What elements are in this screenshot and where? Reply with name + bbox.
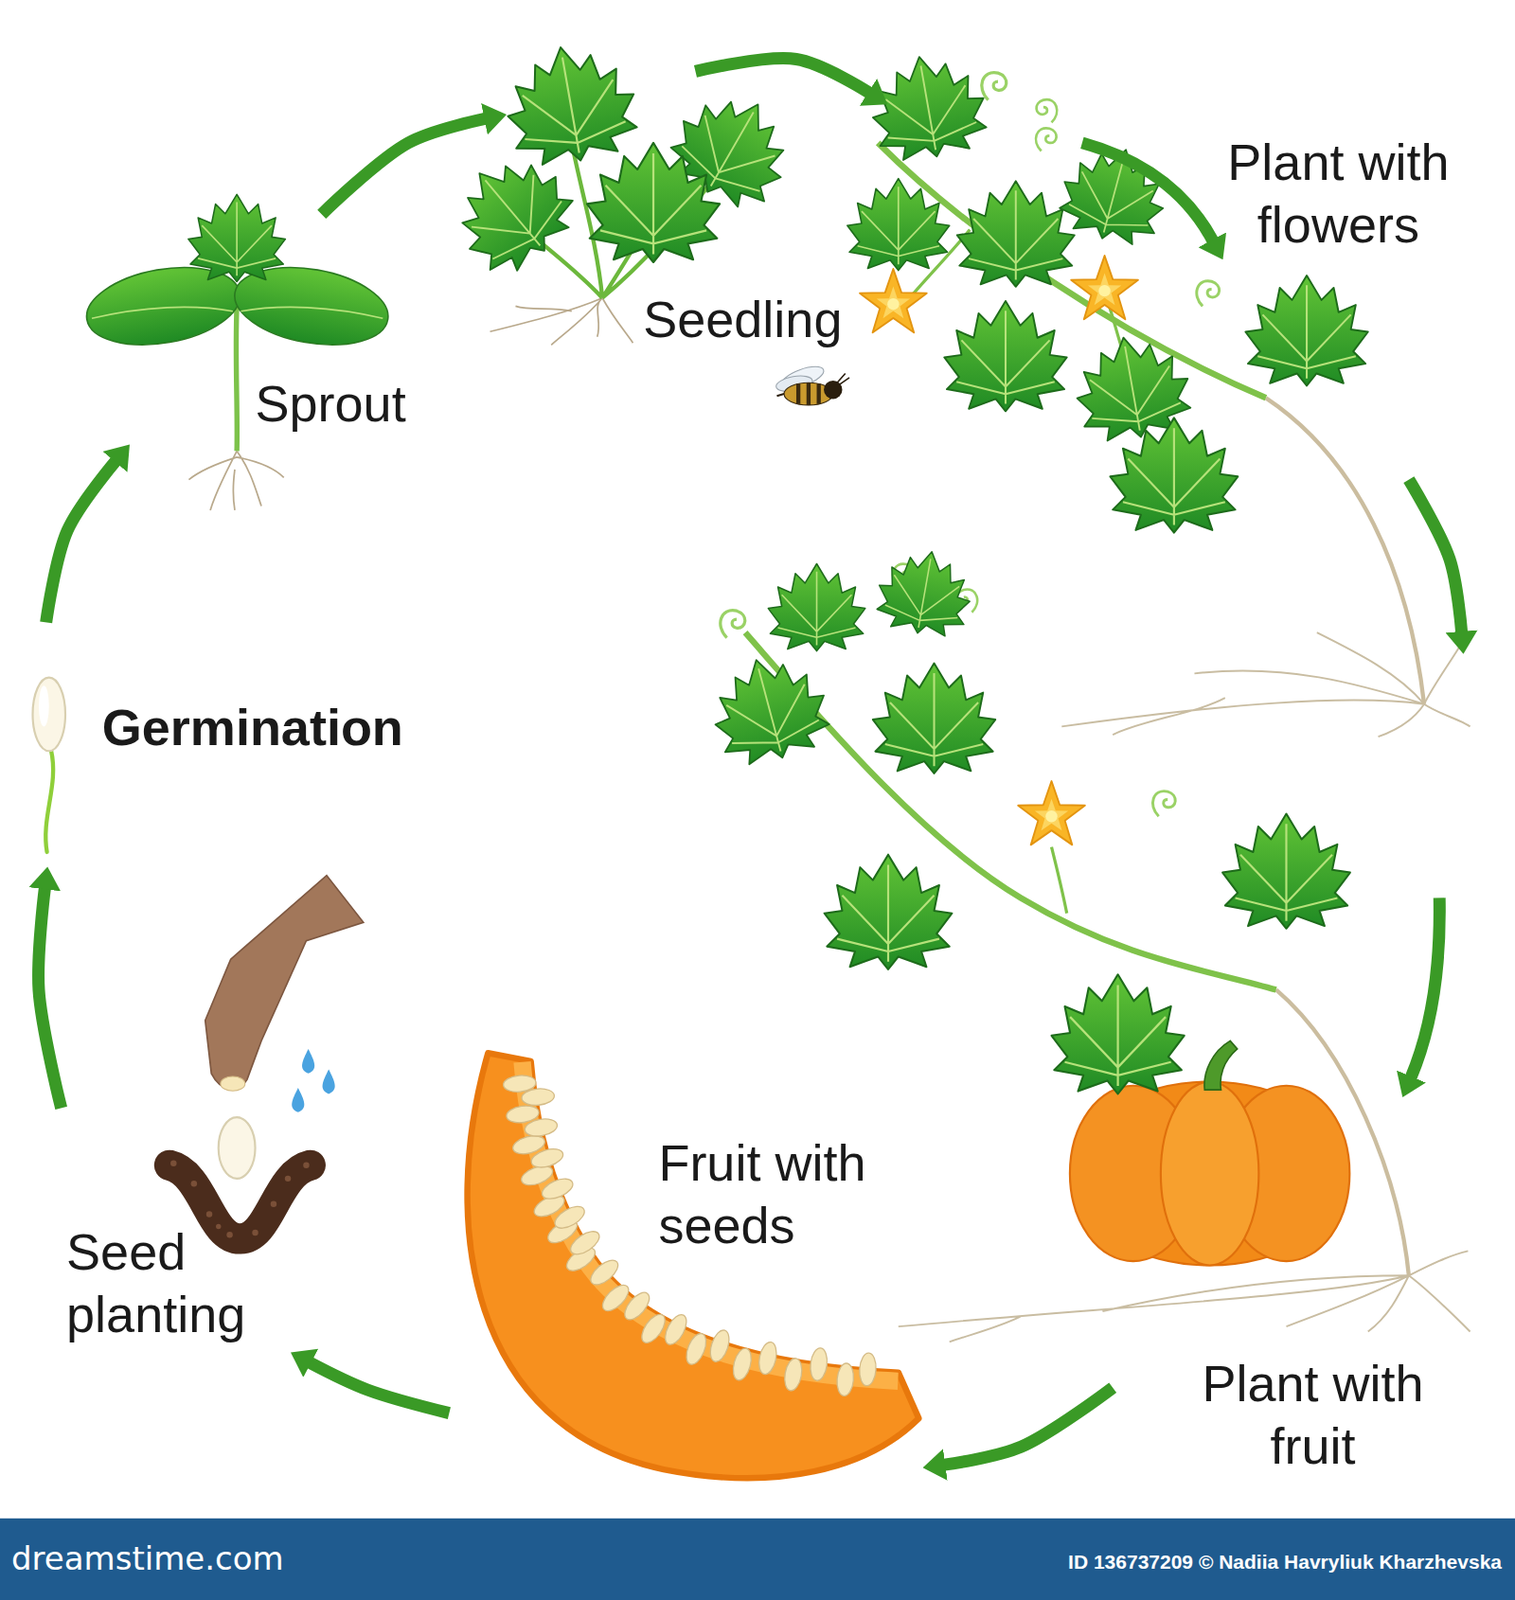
footer-text: dreamstime.com bbox=[11, 1539, 285, 1578]
cycle-arrow bbox=[38, 888, 62, 1108]
stage-label: Seedling bbox=[642, 288, 842, 352]
sprout-plant bbox=[80, 194, 394, 511]
pumpkin-slice bbox=[467, 1052, 920, 1479]
stage-label: Seed planting bbox=[66, 1221, 270, 1347]
footer-text: ID 136737209 © Nadiia Havryliuk Kharzhev… bbox=[1068, 1550, 1502, 1574]
fruiting-plant bbox=[701, 543, 1470, 1342]
seed-planting bbox=[169, 875, 364, 1240]
stage-node: Seed planting bbox=[61, 867, 368, 1355]
cycle-arrow bbox=[321, 118, 486, 214]
stage-node: Fruit with seeds bbox=[448, 1051, 924, 1485]
germinating-seed bbox=[33, 677, 67, 853]
stage-label: Fruit with seeds bbox=[658, 1132, 895, 1258]
cycle-arrow bbox=[695, 58, 870, 93]
cycle-arrow-extra bbox=[1082, 142, 1440, 1078]
stage-label: Germination bbox=[102, 696, 404, 760]
stage-node: Seedling bbox=[505, 71, 851, 358]
cycle-arrow bbox=[944, 1388, 1113, 1465]
stage-node: Germination bbox=[25, 622, 414, 868]
stage-label: Plant with fruit bbox=[1194, 1353, 1431, 1479]
cycle-arrow bbox=[309, 1362, 449, 1413]
stage-node: Plant with flowers bbox=[888, 81, 1476, 480]
cycle-arrow bbox=[46, 461, 117, 624]
footer-bar bbox=[0, 1518, 1515, 1600]
stage-node: Sprout bbox=[76, 213, 429, 445]
stage-label: Sprout bbox=[255, 373, 407, 436]
stage-label: Plant with flowers bbox=[1219, 131, 1457, 257]
cycle-arrow bbox=[1408, 480, 1462, 634]
flowering-plant bbox=[847, 47, 1471, 737]
stage-node: Plant with fruit bbox=[1112, 653, 1476, 1491]
bee bbox=[774, 362, 850, 406]
